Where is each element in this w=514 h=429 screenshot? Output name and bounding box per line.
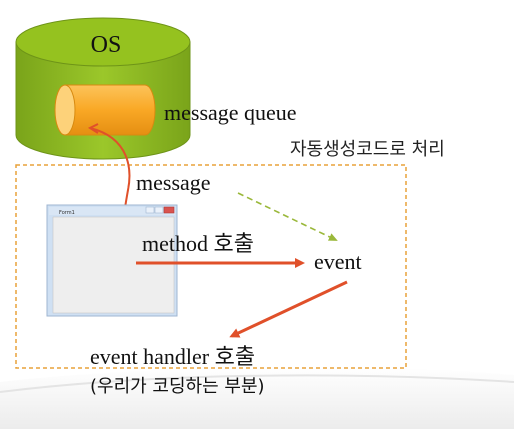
message-queue-cylinder xyxy=(54,84,156,136)
auto-dispatch-arrow xyxy=(237,192,338,241)
background-wave xyxy=(0,374,514,393)
event-label: event xyxy=(314,249,362,274)
background-floor xyxy=(0,367,514,429)
coding-part-label: (우리가 코딩하는 부분) xyxy=(90,376,265,397)
window-close-button[interactable] xyxy=(163,206,175,214)
method-call-label: method 호출 xyxy=(142,231,254,256)
message-queue-label: message queue xyxy=(164,100,297,125)
auto-generated-boundary xyxy=(15,164,407,369)
message-arrow-tail xyxy=(87,123,99,134)
window-maximize-button[interactable] xyxy=(154,206,164,214)
window-minimize-button[interactable] xyxy=(145,206,155,214)
os-label: OS xyxy=(91,32,122,58)
auto-generated-label: 자동생성코드로 처리 xyxy=(290,139,445,160)
window-title: Form1 xyxy=(59,210,75,216)
form-window: Form1 xyxy=(46,204,178,317)
message-label: message xyxy=(136,170,211,195)
event-handler-arrow xyxy=(229,280,348,338)
event-handler-label: event handler 호출 xyxy=(90,344,255,369)
